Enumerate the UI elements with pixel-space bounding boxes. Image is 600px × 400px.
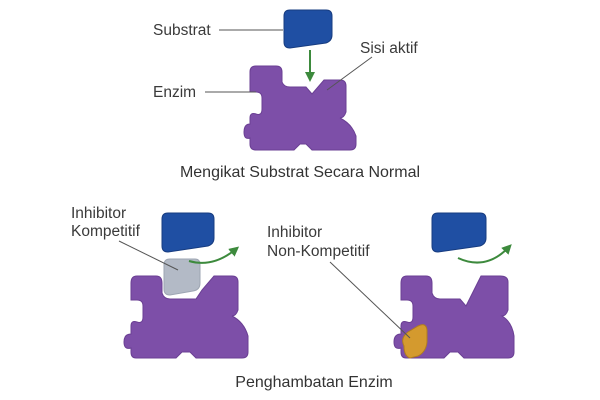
noncompetitive-inhibitor-leader [329,261,411,339]
competitive-inhibitor-leader [118,240,179,271]
competitive-inhibitor-label-line2: Kompetitif [71,223,141,240]
enzyme-shape [243,65,357,151]
normal-binding-caption: Mengikat Substrat Secara Normal [180,164,420,181]
competitive-inhibition-panel: Inhibitor Kompetitif [71,205,249,359]
noncompetitive-inhibitor-label-line2: Non-Kompetitif [267,243,370,260]
noncompetitive-inhibition-panel: Inhibitor Non-Kompetitif Penghambatan En… [235,212,515,391]
substrate-shape [161,212,215,253]
rejection-arrow [457,244,512,264]
active-site-label: Sisi aktif [360,40,418,57]
competitive-inhibitor-label-line1: Inhibitor [71,205,126,222]
enzyme-label: Enzim [153,84,196,101]
normal-binding-panel: Substrat Sisi aktif Enzim Mengikat Subst… [153,9,420,181]
substrate-label: Substrat [153,22,211,39]
substrate-shape [431,212,487,253]
active-site-leader [326,56,373,91]
noncompetitive-inhibitor-label-line1: Inhibitor [267,224,322,241]
noncompetitive-inhibitor-shape [402,324,428,359]
substrate-shape [283,9,333,49]
competitive-inhibitor-shape [163,258,201,296]
rejection-arrow [188,246,240,264]
enzyme-shape [123,275,249,359]
inhibition-caption: Penghambatan Enzim [235,374,392,391]
